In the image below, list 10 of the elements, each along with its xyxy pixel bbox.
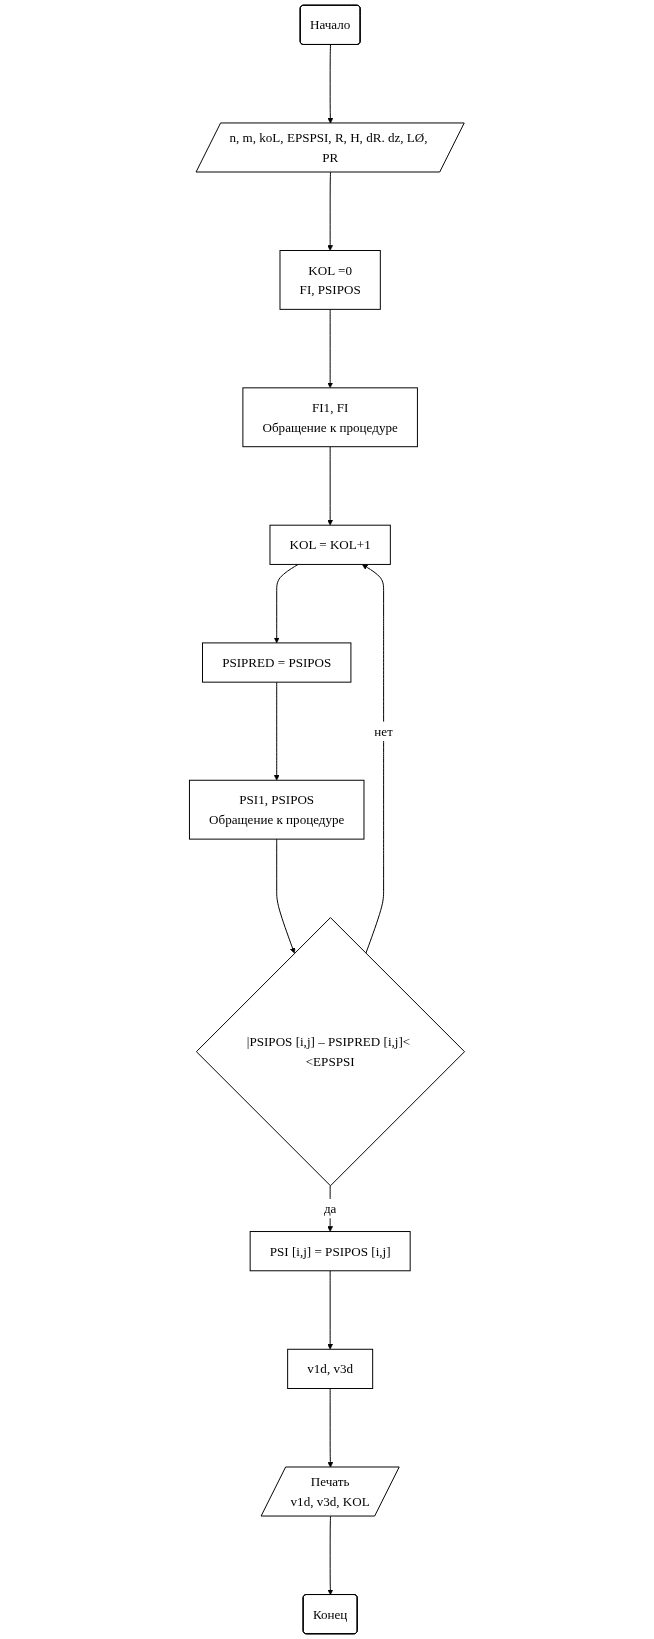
node-box: PSI1, PSIPOS Обращение к процедуре xyxy=(188,779,365,840)
node-box: FI1, FI Обращение к процедуре xyxy=(242,387,418,448)
edge-label: да xyxy=(323,1201,337,1216)
node-box: PSI [i,j] = PSIPOS [i,j] xyxy=(249,1231,411,1272)
node-diamond: |PSIPOS [i,j] – PSIPRED [i,j]< <EPSPSI xyxy=(195,917,466,1187)
node-box: v1d, v3d xyxy=(287,1348,374,1389)
node-box: KOL =0 FI, PSIPOS xyxy=(279,250,381,310)
edge-label: нет xyxy=(374,724,393,739)
node-box: PSIPRED = PSIPOS xyxy=(202,642,352,683)
node-box: KOL = KOL+1 xyxy=(269,524,391,565)
